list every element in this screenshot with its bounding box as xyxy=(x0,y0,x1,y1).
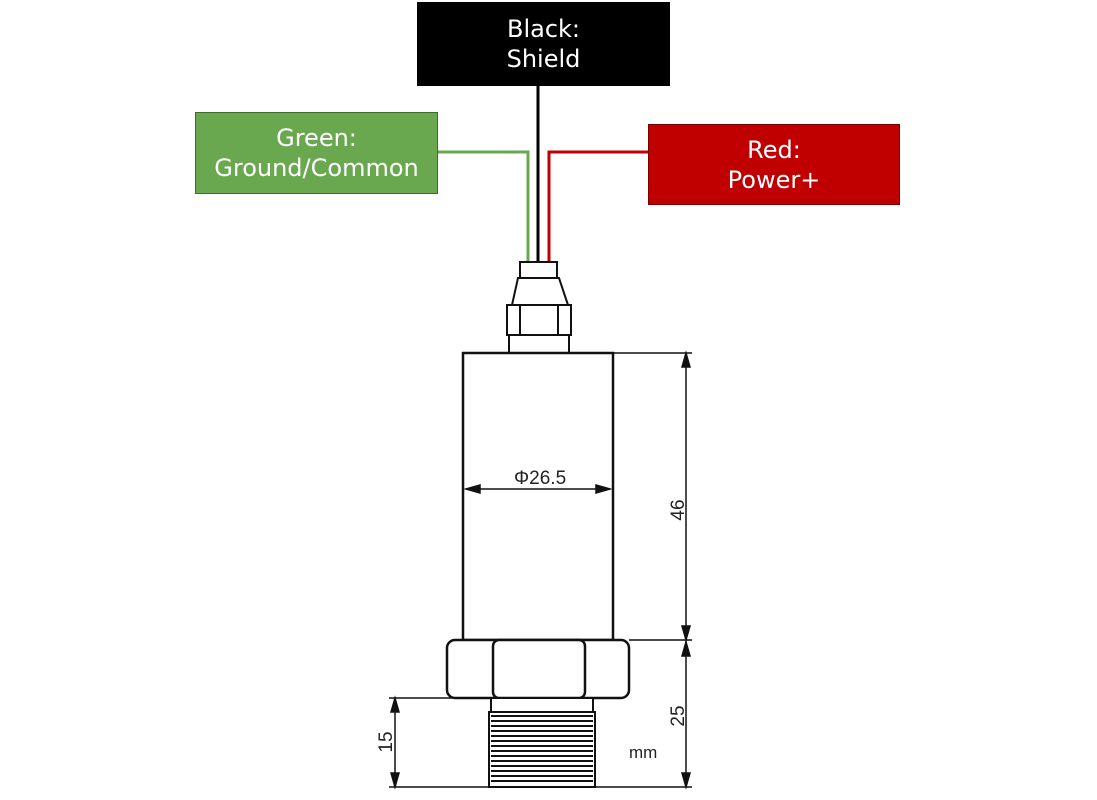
green-wire-color: Green: xyxy=(276,124,357,152)
black-wire-color: Black: xyxy=(506,15,581,43)
black-wire-function: Shield xyxy=(506,45,581,73)
green-wire xyxy=(438,150,530,262)
fitting-height-label: 25 xyxy=(668,705,689,726)
unit-label: mm xyxy=(629,743,657,762)
sensor-body xyxy=(461,351,615,642)
right-dimensions xyxy=(595,350,692,790)
red-wire xyxy=(547,150,648,262)
diameter-label: Φ26.5 xyxy=(514,468,566,489)
black-wire-label: Black: Shield xyxy=(417,2,670,86)
red-wire-color: Red: xyxy=(747,135,801,164)
green-wire-function: Ground/Common xyxy=(214,154,419,182)
threaded-fitting xyxy=(488,697,596,788)
cable-gland xyxy=(506,261,572,354)
green-wire-label: Green: Ground/Common xyxy=(195,112,438,194)
hex-nut xyxy=(445,638,631,700)
body-height-label: 46 xyxy=(668,499,689,520)
red-wire-label: Red: Power+ xyxy=(648,124,900,205)
left-dimension xyxy=(389,695,491,790)
thread-length-label: 15 xyxy=(376,731,397,752)
red-wire-function: Power+ xyxy=(727,165,821,194)
diameter-dimension xyxy=(463,484,613,494)
wires xyxy=(438,86,648,262)
